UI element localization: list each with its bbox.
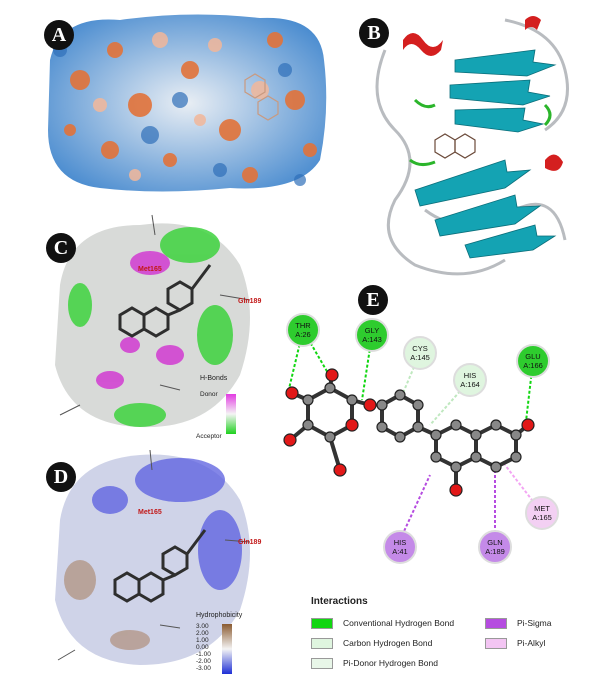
residue-node-circle [383,530,417,564]
swatch-conventional-hbond [311,617,333,629]
legend-item-pi-donor-hbond: Pi-Donor Hydrogen Bond [311,656,438,670]
surface-image-a [48,14,327,192]
legend-label: Pi-Sigma [517,618,552,628]
panel-b-badge: B [359,18,389,48]
hbond-legend-title: H-Bonds [200,375,228,382]
swatch-carbon-hbond [311,637,333,649]
residue-label-met165-d: Met165 [138,509,162,516]
panel-d: D Met165 Gln189 [40,440,280,675]
tick-0: 0.00 [196,644,209,651]
residue-name: GLY [365,326,379,335]
panel-e-badge: E [358,285,388,315]
swatch-pi-alkyl [485,637,507,649]
ribbon-image-b [375,16,569,276]
residue-node-circle [286,313,320,347]
tick-1: 1.00 [196,637,209,644]
hydrophobicity-legend-title: Hydrophobicity [196,612,243,619]
hbond-legend-donor: Donor [200,391,218,398]
panel-a: A [40,10,330,195]
residue-id: A:164 [460,380,480,389]
residue-name: CYS [412,344,427,353]
residue-label-gln189-d: Gln189 [238,539,261,546]
residue-node-circle [403,336,437,370]
residue-id: A:143 [362,335,382,344]
panel-c-badge: C [46,233,76,263]
hbond-legend-acceptor: Acceptor [196,433,222,440]
residue-id: A:26 [295,330,310,339]
residue-id: A:166 [523,361,543,370]
residue-id: A:145 [410,353,430,362]
panel-e: E [270,285,600,590]
residue-label-gln189: Gln189 [238,298,261,305]
panel-d-badge: D [46,462,76,492]
tick-3: 3.00 [196,623,209,630]
panel-a-badge: A [44,20,74,50]
tick-2: 2.00 [196,630,209,637]
hbond-surface-image: Met165 Gln189 [55,214,261,428]
hbond-gradient-bar [226,394,236,434]
legend-item-pi-sigma: Pi-Sigma [485,616,551,630]
legend-label: Pi-Alkyl [517,638,546,648]
tick-neg2: -2.00 [196,658,211,665]
hydrophobicity-legend: Hydrophobicity 3.00 2.00 1.00 0.00 -1.00… [196,612,266,682]
residue-id: A:41 [392,547,407,556]
swatch-pi-sigma [485,617,507,629]
legend-item-conventional-hbond: Conventional Hydrogen Bond [311,616,454,630]
residue-name: GLU [525,352,540,361]
residue-name: GLN [487,538,502,547]
interactions-legend-title: Interactions [311,596,368,607]
residue-name: MET [534,504,550,513]
hydrophobicity-gradient-bar [222,624,232,674]
legend-item-pi-alkyl: Pi-Alkyl [485,636,545,650]
residue-node-circle [478,530,512,564]
residue-node-circle [453,363,487,397]
tick-neg1: -1.00 [196,651,211,658]
hydrophobicity-surface-image: Met165 Gln189 [55,449,261,665]
residue-node-circle [516,344,550,378]
residue-node-circle [525,496,559,530]
residue-id: A:165 [532,513,552,522]
residue-id: A:189 [485,547,505,556]
panel-b: B [355,10,600,285]
legend-label: Pi-Donor Hydrogen Bond [343,658,438,668]
residue-node-circle [355,318,389,352]
tick-neg3: -3.00 [196,665,211,672]
residue-name: THR [295,321,311,330]
hbond-legend: H-Bonds Donor Acceptor [196,375,260,445]
panel-c: C Met165 Gln189 [40,205,280,440]
residue-label-met165: Met165 [138,266,162,273]
swatch-pi-donor-hbond [311,657,333,669]
interactions-legend: Interactions Conventional Hydrogen Bond … [305,594,605,678]
legend-item-carbon-hbond: Carbon Hydrogen Bond [311,636,432,650]
legend-label: Conventional Hydrogen Bond [343,618,455,628]
legend-label: Carbon Hydrogen Bond [343,638,433,648]
residue-name: HIS [394,538,407,547]
residue-name: HIS [464,371,477,380]
